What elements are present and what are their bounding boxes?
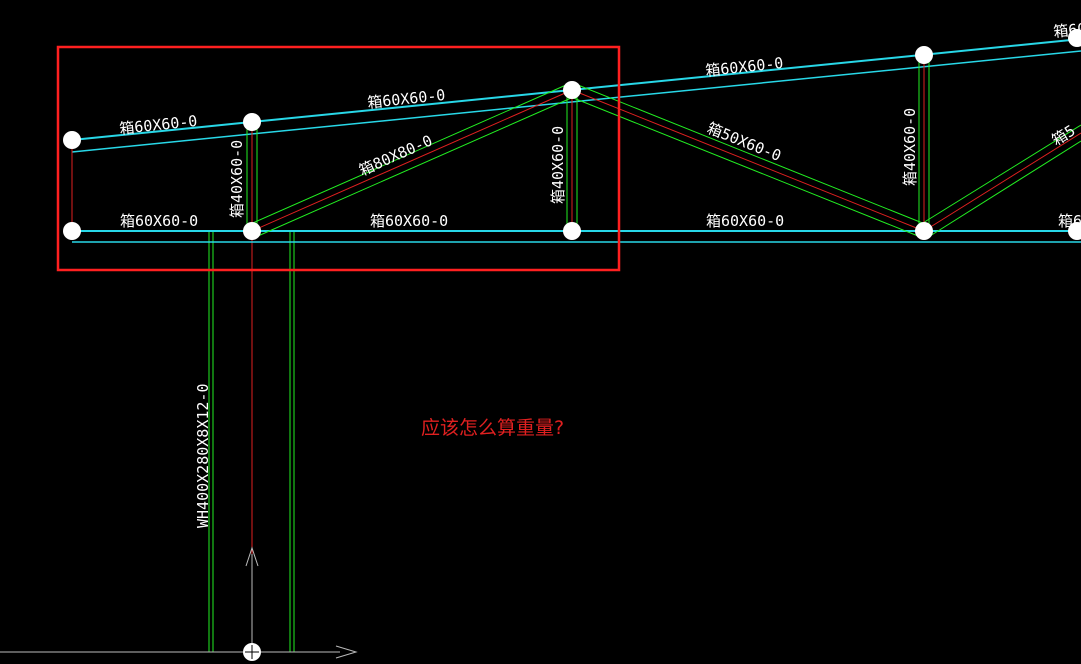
- vertical-member-3[interactable]: [918, 55, 930, 231]
- web-diagonal-2[interactable]: [565, 84, 931, 237]
- node[interactable]: [243, 113, 261, 131]
- node[interactable]: [915, 46, 933, 64]
- node[interactable]: [563, 222, 581, 240]
- label-bottom-chord-4[interactable]: 箱6: [1058, 212, 1081, 230]
- web-diagonal-1[interactable]: [245, 84, 579, 237]
- vertical-member-2[interactable]: [566, 90, 578, 231]
- node[interactable]: [1068, 29, 1081, 47]
- node[interactable]: [243, 222, 261, 240]
- label-bottom-chord-2[interactable]: 箱60X60-0: [370, 212, 448, 230]
- node[interactable]: [915, 222, 933, 240]
- node[interactable]: [63, 131, 81, 149]
- label-vertical-3[interactable]: 箱40X60-0: [901, 108, 919, 186]
- web-diagonal-3[interactable]: [917, 124, 1081, 237]
- node[interactable]: [563, 81, 581, 99]
- node[interactable]: [1068, 222, 1081, 240]
- vertical-member-1[interactable]: [246, 123, 258, 231]
- question-text: 应该怎么算重量?: [421, 417, 564, 439]
- label-bottom-chord-1[interactable]: 箱60X60-0: [120, 212, 198, 230]
- label-vertical-2[interactable]: 箱40X60-0: [549, 126, 567, 204]
- label-column[interactable]: WH400X280X8X12-0: [194, 384, 212, 529]
- label-bottom-chord-3[interactable]: 箱60X60-0: [706, 212, 784, 230]
- highlight-box: [56, 45, 621, 272]
- label-vertical-1[interactable]: 箱40X60-0: [228, 140, 246, 218]
- node[interactable]: [63, 222, 81, 240]
- label-top-chord-4[interactable]: 箱60X: [1053, 19, 1081, 41]
- ucs-axis-icon: [0, 546, 358, 661]
- column-member[interactable]: [208, 232, 295, 652]
- truss-nodes: [63, 29, 1081, 240]
